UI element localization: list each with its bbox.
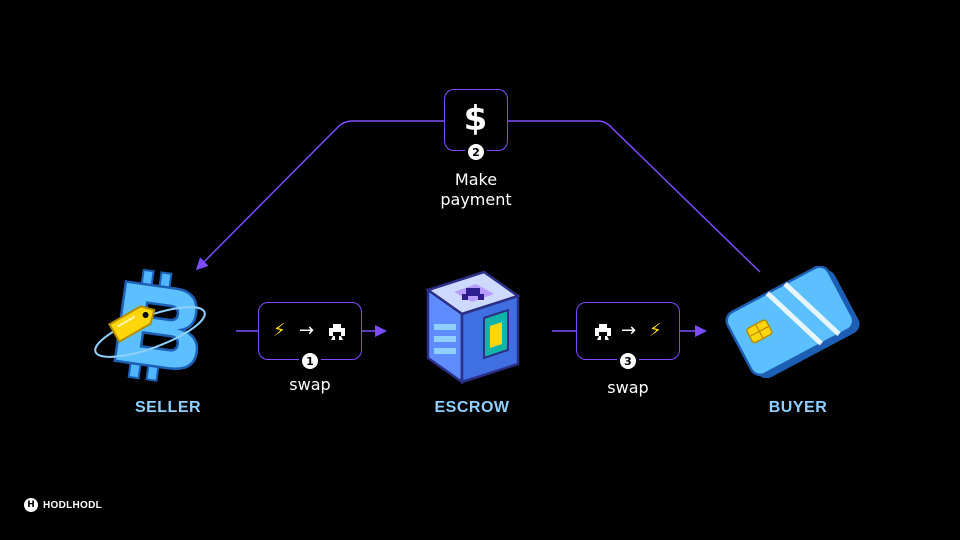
step1-number: 1 bbox=[302, 353, 318, 369]
step3-swap-box: → ⚡ 3 bbox=[576, 302, 680, 369]
seller-bitcoin-icon bbox=[94, 268, 206, 382]
seller-label: SELLER bbox=[134, 399, 202, 416]
step3-number: 3 bbox=[620, 353, 636, 369]
step2-label: Make payment bbox=[440, 170, 512, 209]
payment-path-left bbox=[195, 120, 444, 271]
buyer-label: BUYER bbox=[768, 399, 828, 416]
step2-payment-box: $ 2 bbox=[444, 89, 508, 160]
step1-swap-box: ⚡ → 1 bbox=[258, 302, 362, 369]
step3-label: swap bbox=[607, 378, 649, 397]
brand-name: HODLHODL bbox=[43, 499, 103, 511]
escrow-label: ESCROW bbox=[434, 399, 510, 416]
step2-number: 2 bbox=[468, 144, 484, 160]
payment-path-right bbox=[508, 120, 761, 273]
arrow-right-icon: → bbox=[621, 320, 637, 341]
hodlhodl-logo-icon: H bbox=[24, 498, 38, 512]
step1-label: swap bbox=[289, 375, 331, 394]
arrow-right-icon: → bbox=[299, 320, 315, 341]
dollar-icon: $ bbox=[463, 99, 488, 139]
hodl-token-icon bbox=[329, 324, 345, 340]
brand-logo: H HODLHODL bbox=[24, 498, 102, 512]
hodl-token-icon bbox=[595, 324, 611, 340]
lightning-icon: ⚡ bbox=[649, 320, 662, 341]
lightning-icon: ⚡ bbox=[273, 320, 286, 341]
escrow-cube-icon bbox=[425, 270, 521, 385]
buyer-card-icon bbox=[725, 266, 860, 378]
